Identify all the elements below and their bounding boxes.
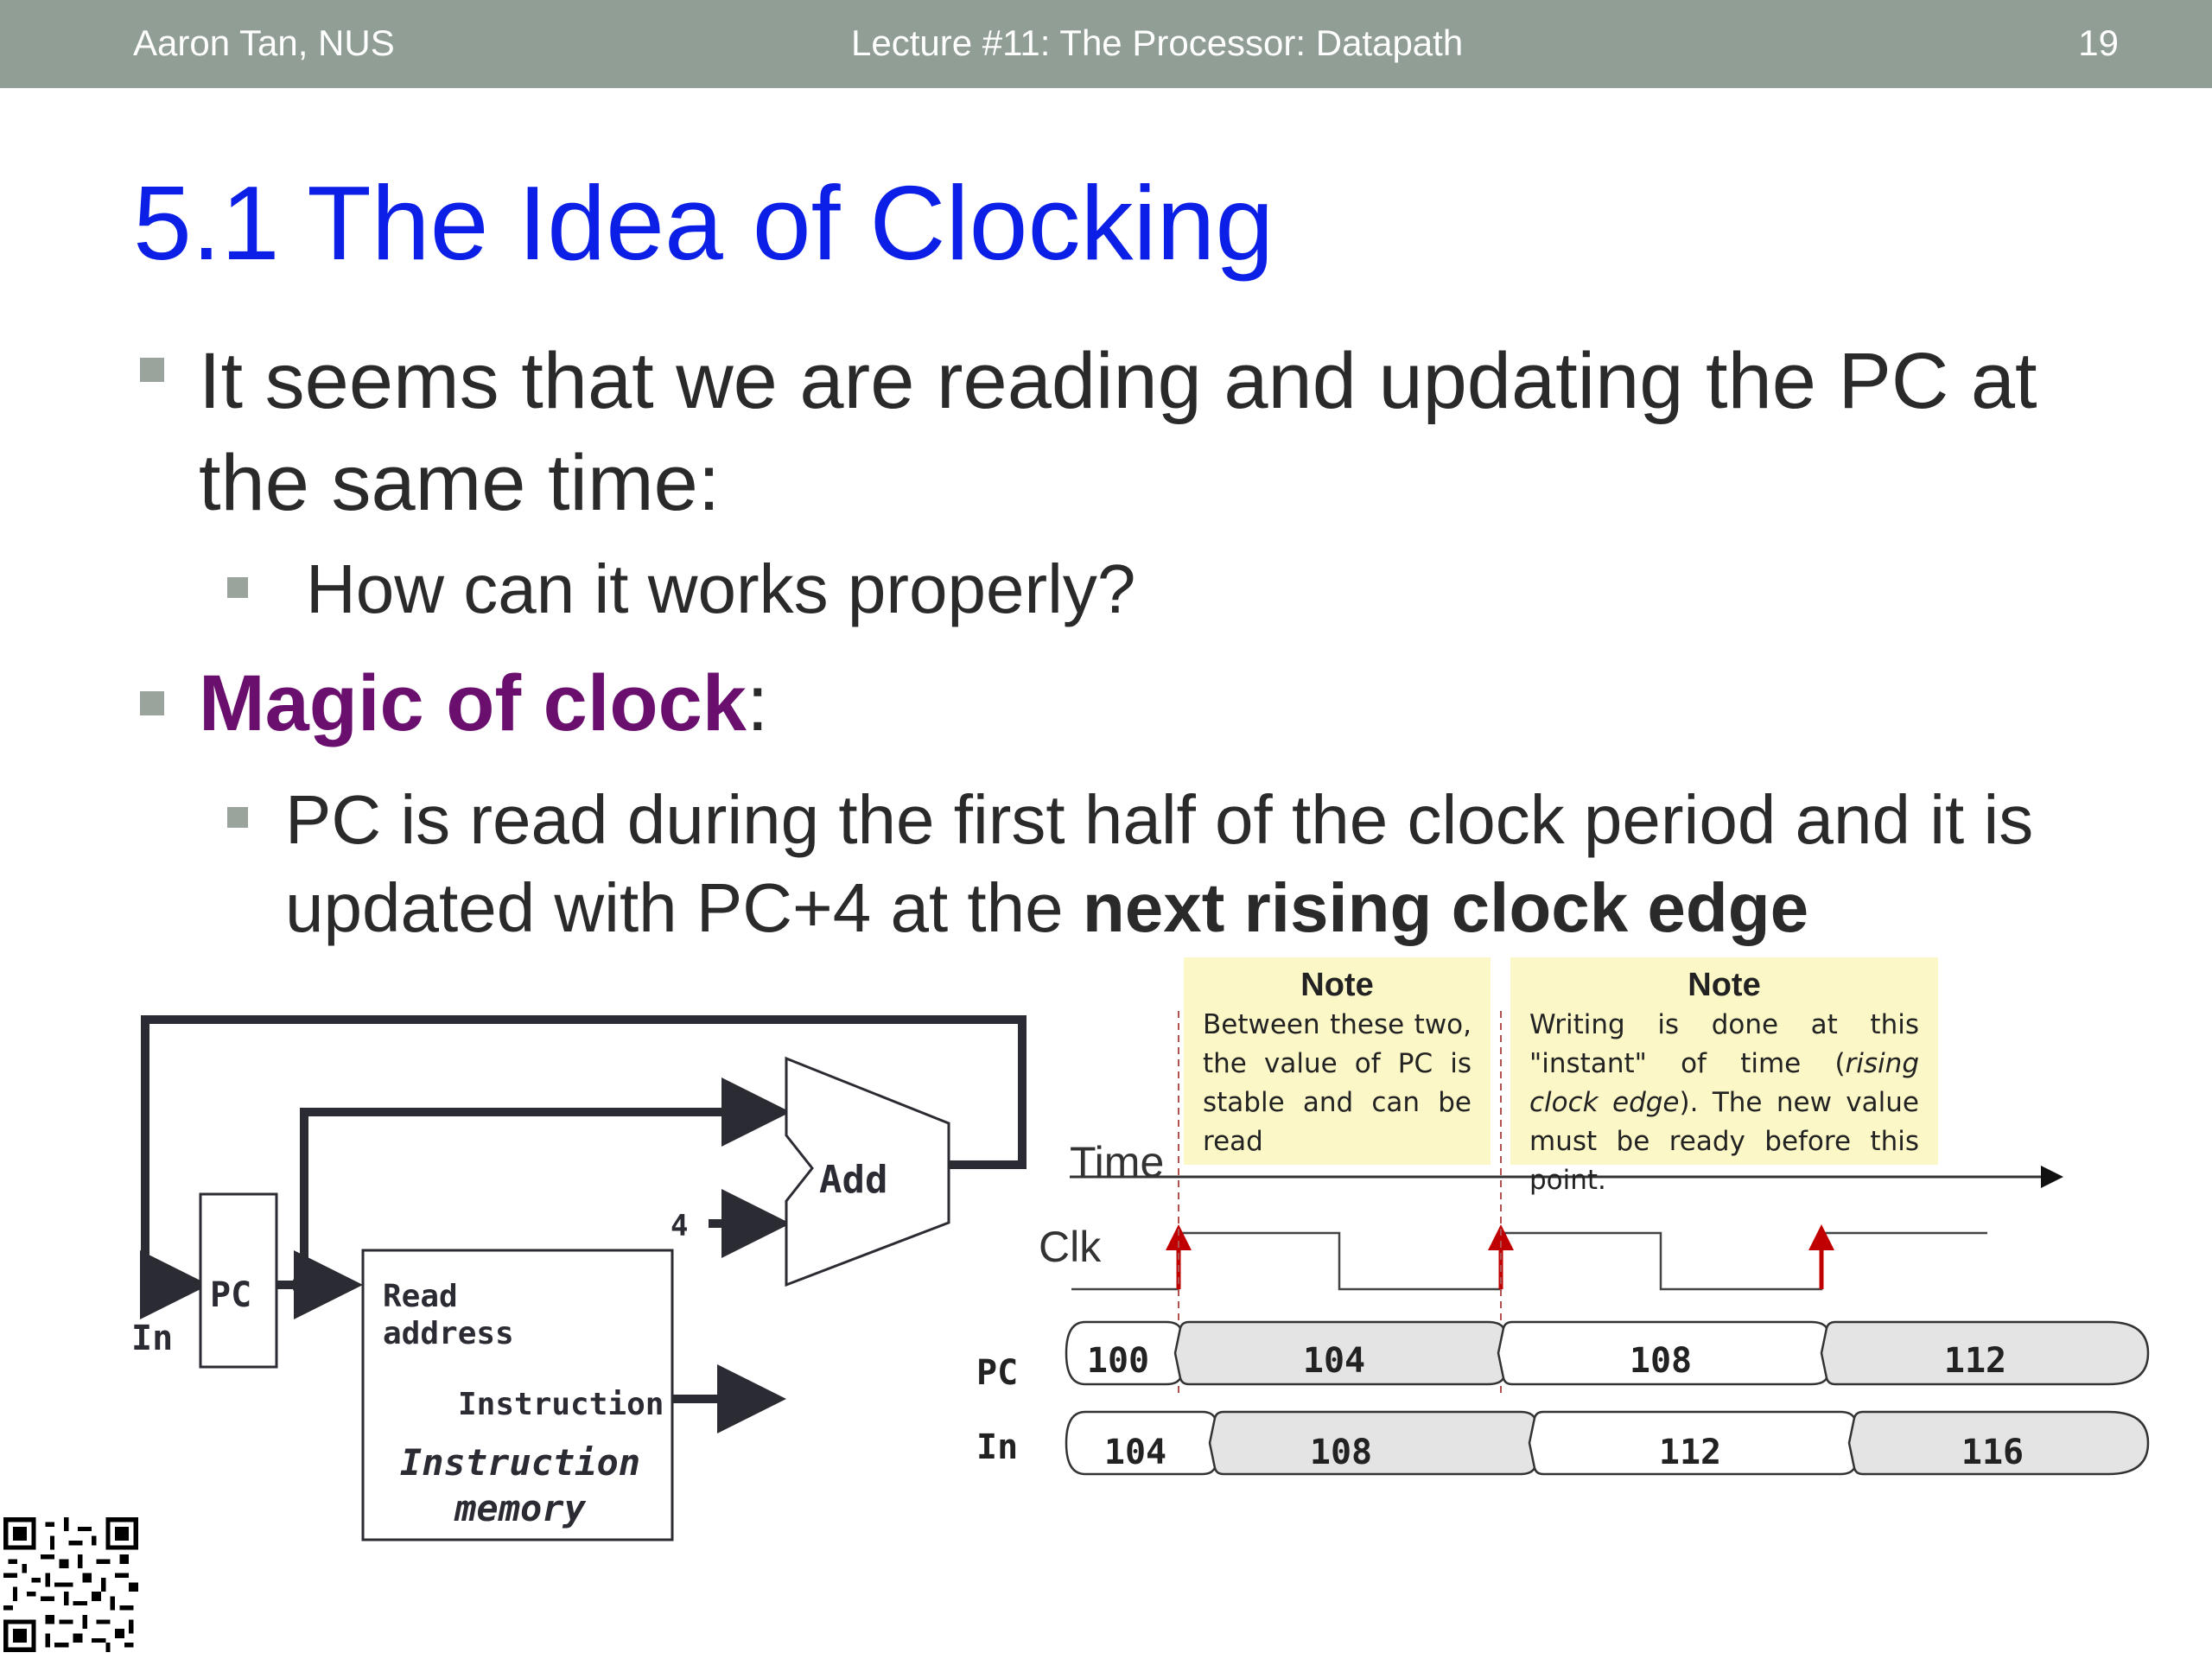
pc-label: PC	[210, 1275, 251, 1315]
note-1-text: Between these two, the value of PC is st…	[1203, 1009, 1471, 1157]
clk-label: Clk	[1039, 1223, 1102, 1271]
pc-value: 104	[1303, 1341, 1365, 1381]
sub-bullet-marker	[227, 807, 248, 828]
read-address-label-1: Read	[383, 1279, 458, 1314]
bullet-2-sub-text: PC is read during the first half of the …	[285, 781, 2034, 946]
time-axis-arrowhead	[2041, 1166, 2063, 1188]
pc-segment	[1820, 1320, 2150, 1386]
note-2-text-2: ). The new value must be ready before th…	[1529, 1087, 1919, 1196]
note-rising-edge-write: Note Writing is done at this "instant" o…	[1510, 957, 1938, 1196]
pc-segment	[1173, 1320, 1512, 1386]
in-label: In	[131, 1319, 173, 1358]
pc-row: 100 104 108 112	[1065, 1320, 2150, 1386]
slide-header: Aaron Tan, NUS Lecture #11: The Processo…	[0, 0, 2212, 88]
pc-row-label: PC	[976, 1353, 1018, 1393]
bullet-2: Magic of clock:	[199, 658, 769, 749]
header-lecture-title: Lecture #11: The Processor: Datapath	[851, 22, 1464, 63]
memory-label-2: memory	[454, 1487, 586, 1529]
note-2-text-1: Writing is done at this "instant" of tim…	[1529, 1009, 1919, 1079]
in-value: 104	[1104, 1433, 1166, 1472]
datapath	[140, 1015, 1027, 1541]
in-row: 104 108 112 116	[1065, 1410, 2150, 1476]
instruction-out-label: Instruction	[458, 1387, 664, 1422]
bullet-1-sub: How can it works properly?	[306, 550, 1136, 627]
datapath-labels: PC In Add 4 Read address Instruction Ins…	[131, 1158, 887, 1529]
in-value: 112	[1659, 1433, 1721, 1472]
pc-to-add-wire	[300, 1077, 791, 1285]
pc-value: 112	[1944, 1341, 2006, 1381]
in-segment	[1847, 1410, 2150, 1476]
note-2-text-italic: rising clock edge	[1529, 1048, 1919, 1118]
pc-register	[199, 1192, 278, 1369]
sub-bullet-marker	[227, 577, 248, 598]
bullet-1: It seems that we are reading and updatin…	[199, 337, 2037, 527]
in-value: 116	[1961, 1433, 2024, 1472]
in-value: 108	[1310, 1433, 1372, 1472]
in-segment	[1528, 1410, 1863, 1476]
magic-of-clock-emphasis: Magic of clock	[199, 659, 747, 747]
memory-label-1: Instruction	[400, 1441, 640, 1484]
pc-segment	[1065, 1320, 1189, 1386]
pc-value: 100	[1087, 1341, 1149, 1381]
adder-unit	[785, 1056, 950, 1287]
header-author: Aaron Tan, NUS	[133, 22, 395, 63]
in-segment	[1065, 1410, 1224, 1476]
in-segment	[1208, 1410, 1543, 1476]
bullet-2-sub: PC is read during the first half of the …	[285, 776, 2134, 952]
slide-title: 5.1 The Idea of Clocking	[133, 164, 1274, 282]
bullet-2-colon: :	[746, 659, 769, 747]
read-address-label-2: address	[383, 1316, 514, 1351]
feedback-wire	[140, 1015, 1027, 1319]
note-2-title: Note	[1688, 967, 1761, 1003]
clock-waveform	[1071, 1231, 1987, 1291]
header-page-number: 19	[2078, 22, 2119, 63]
note-stable-read: Note Between these two, the value of PC …	[1184, 957, 1491, 1165]
note-1-title: Note	[1300, 967, 1374, 1003]
timing-diagram: Time Clk PC In 100 104 108 112	[976, 1011, 2150, 1476]
bullet-marker	[140, 358, 164, 382]
pc-value: 108	[1630, 1341, 1692, 1381]
in-row-label: In	[976, 1427, 1018, 1467]
bullet-marker	[140, 691, 164, 715]
bullet-2-sub-bold: next rising clock edge	[1082, 869, 1809, 946]
add-label: Add	[819, 1158, 887, 1202]
pc-segment	[1497, 1320, 1835, 1386]
instruction-memory	[361, 1249, 674, 1541]
const-4-label: 4	[671, 1209, 688, 1243]
qr-code	[3, 1517, 138, 1652]
time-label: Time	[1070, 1138, 1164, 1186]
